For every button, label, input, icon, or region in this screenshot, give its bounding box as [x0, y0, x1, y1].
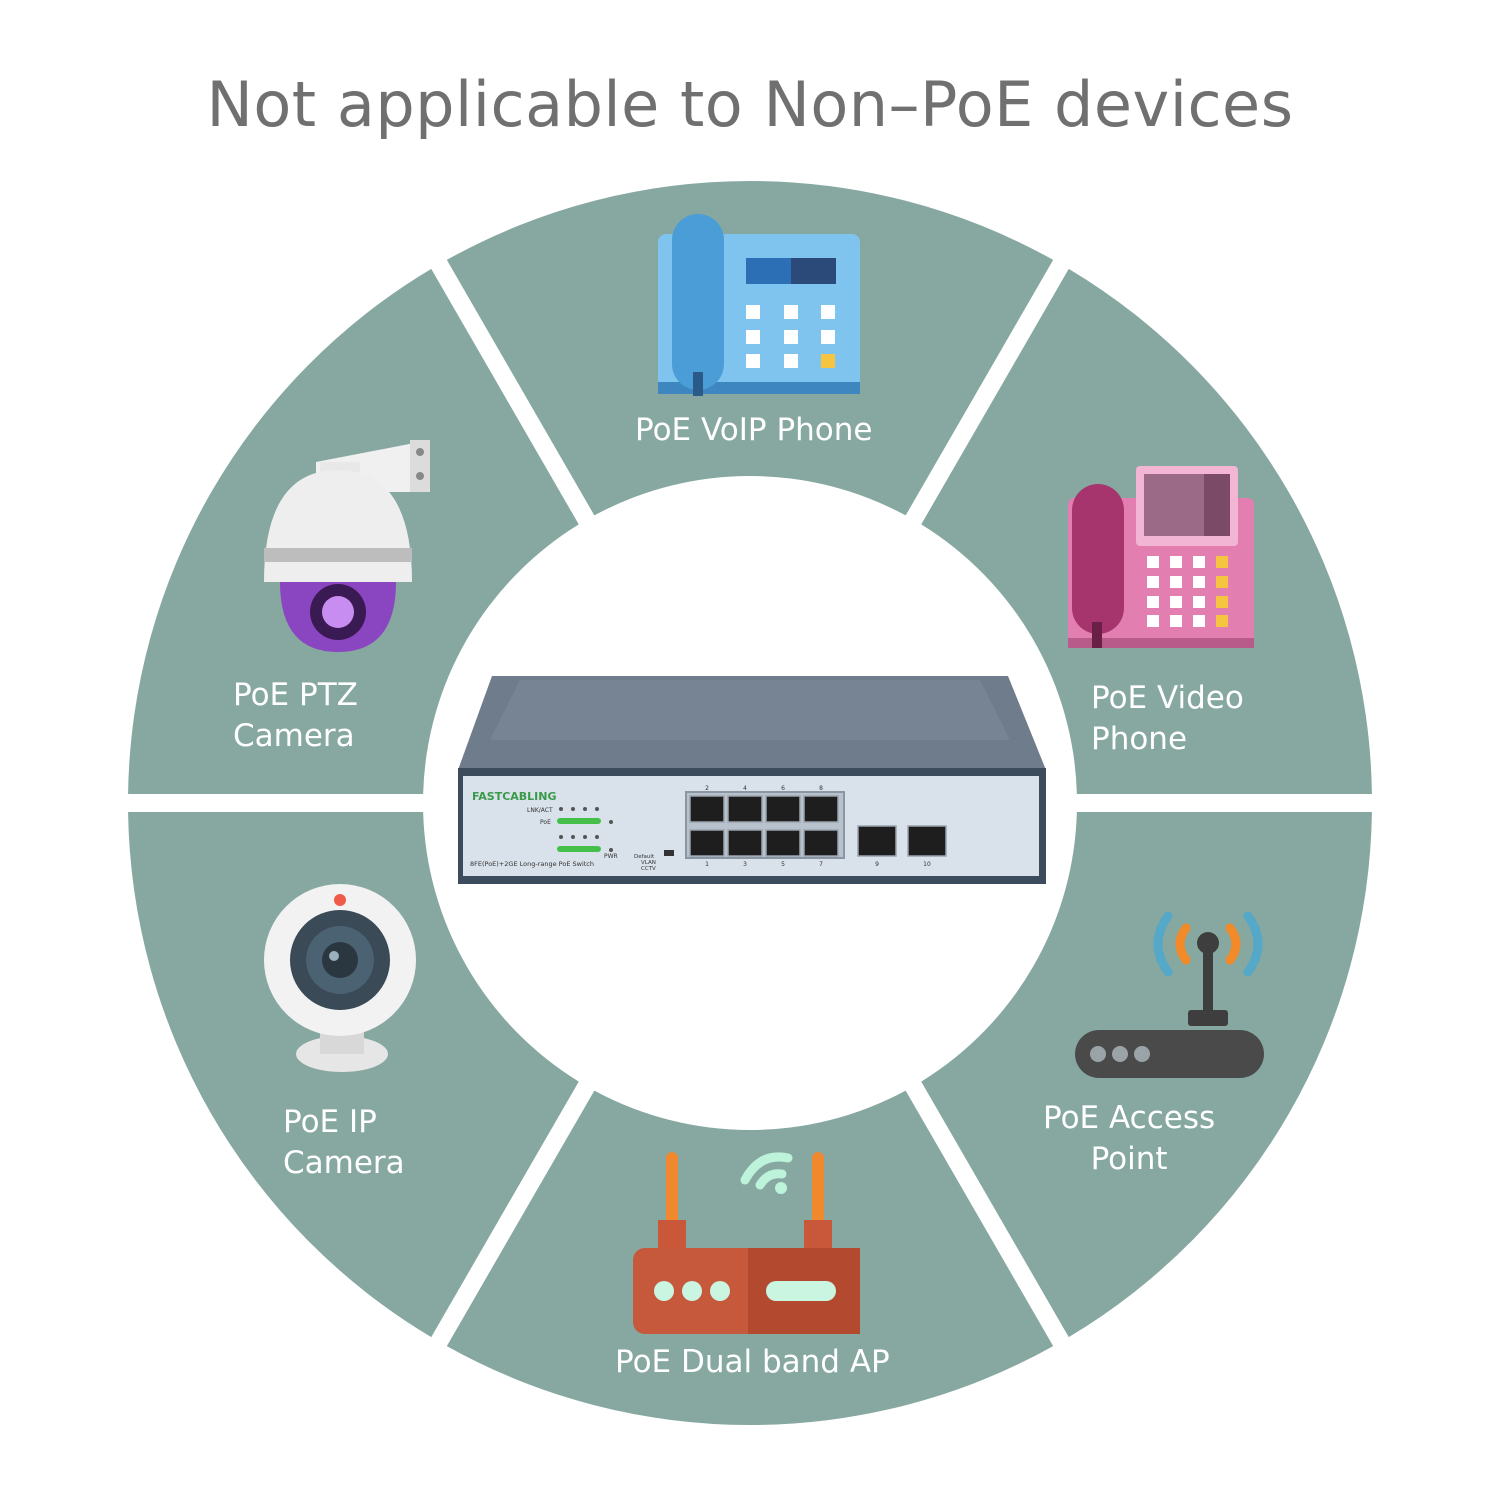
- ptz-camera-icon: [264, 440, 430, 652]
- device-label: PoE VoIP Phone: [635, 410, 872, 451]
- voip-phone-icon: [658, 214, 860, 396]
- switch-port-number: 8: [819, 785, 823, 792]
- ip-camera-icon: [264, 884, 416, 1072]
- switch-led-label-pwr: PWR: [604, 853, 618, 860]
- switch-port-bottom: [765, 829, 801, 857]
- device-label-line: PoE VoIP Phone: [635, 412, 873, 448]
- segment-ip-camera: [128, 811, 579, 1338]
- switch-brand: FASTCABLING: [472, 790, 557, 803]
- switch-led-label-poe: PoE: [540, 819, 551, 826]
- switch-port-number: 10: [923, 861, 931, 868]
- device-label-line: Camera: [233, 718, 355, 754]
- switch-port-bottom: [689, 829, 725, 857]
- switch-model-text: 8FE(PoE)+2GE Long-range PoE Switch: [470, 860, 594, 868]
- switch-port-top: [689, 795, 725, 823]
- switch-mode-cctv: CCTV: [641, 866, 656, 872]
- switch-led-label-lnk: LNK/ACT: [527, 807, 553, 814]
- switch-port-number: 2: [705, 785, 709, 792]
- switch-port-number: 6: [781, 785, 785, 792]
- device-label: PoE Dual band AP: [615, 1342, 890, 1383]
- access-point-icon: [1075, 911, 1264, 1078]
- switch-mode-vlan: VLAN: [641, 860, 656, 866]
- dual-band-router-icon: [633, 1152, 860, 1334]
- switch-port-top: [765, 795, 801, 823]
- switch-port-number: 3: [743, 861, 747, 868]
- switch-mode-default: Default: [634, 854, 655, 860]
- switch-port-number: 9: [875, 861, 879, 868]
- switch-port-number: 7: [819, 861, 823, 868]
- device-label-line: Point: [1090, 1141, 1168, 1177]
- device-label-line: Phone: [1091, 721, 1188, 757]
- switch-port-top: [727, 795, 763, 823]
- video-phone-icon: [1068, 466, 1254, 648]
- device-label-line: PoE Dual band AP: [615, 1344, 890, 1380]
- device-label: PoE PTZ Camera: [233, 675, 358, 757]
- device-label-line: PoE Video: [1091, 680, 1244, 716]
- switch-uplink-port: [857, 825, 897, 857]
- poe-switch-icon: FASTCABLING LNK/ACT PoE PWR 8FE(PoE)+2GE…: [458, 676, 1046, 884]
- switch-port-bottom: [803, 829, 839, 857]
- device-label-line: Camera: [283, 1145, 405, 1181]
- device-label-line: PoE Access: [1043, 1100, 1216, 1136]
- switch-port-number: 5: [781, 861, 785, 868]
- page-title: Not applicable to Non–PoE devices: [206, 68, 1294, 141]
- device-label-line: PoE IP: [283, 1104, 377, 1140]
- switch-port-bottom: [727, 829, 763, 857]
- switch-port-top: [803, 795, 839, 823]
- device-label-line: PoE PTZ: [233, 677, 358, 713]
- switch-port-number: 4: [743, 785, 747, 792]
- device-label: PoE IP Camera: [283, 1102, 405, 1184]
- switch-port-number: 1: [705, 861, 709, 868]
- switch-uplink-port: [907, 825, 947, 857]
